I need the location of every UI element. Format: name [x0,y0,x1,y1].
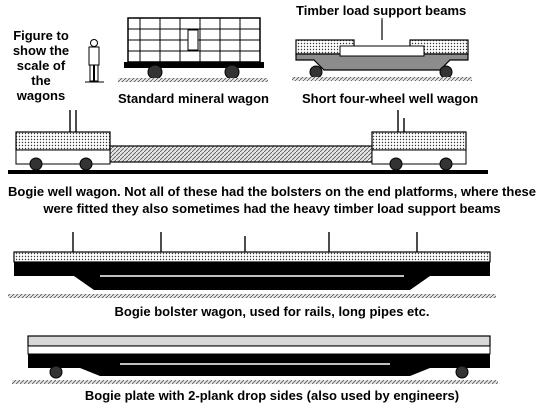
short-well-wagon [292,20,472,81]
standard-mineral-wagon [118,17,268,82]
bogie-bolster-wagon [8,232,496,298]
bogie-well-wagon [8,110,488,174]
caption-bogie-plate-wagon: Bogie plate with 2-plank drop sides (als… [84,388,460,403]
scale-figure [85,39,104,83]
bogie-plate-wagon [12,335,498,384]
caption-short-well-wagon: Short four-wheel well wagon [302,91,479,106]
caption-standard-mineral-wagon: Standard mineral wagon [118,91,269,106]
caption-bogie-bolster-wagon: Bogie bolster wagon, used for rails, lon… [114,304,430,319]
caption-figure-scale: Figure to show the scale of the wagons [12,28,70,103]
caption-bogie-well-wagon: Bogie well wagon. Not all of these had t… [7,184,537,216]
caption-timber-beams: Timber load support beams [296,3,467,18]
